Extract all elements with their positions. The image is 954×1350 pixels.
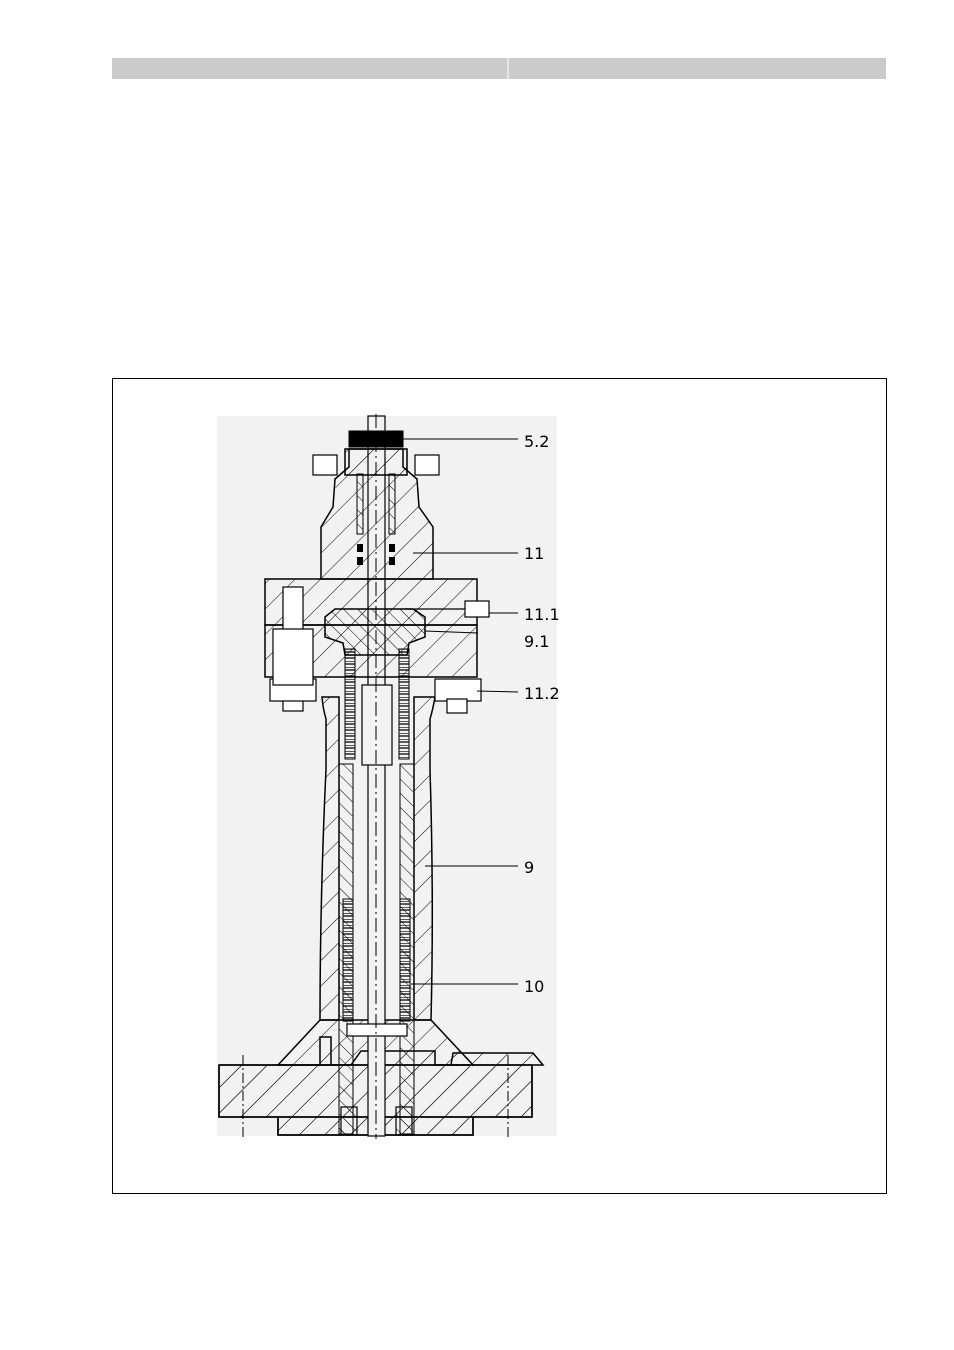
callout-11-2: 11.2 (524, 686, 560, 702)
callout-11: 11 (524, 546, 544, 562)
header-left-cell (112, 58, 507, 79)
stem-collar (362, 685, 392, 765)
header-bar (112, 58, 886, 79)
bolt-head-left (273, 629, 313, 685)
stem-disc (347, 1024, 407, 1036)
bellows-lower-right (400, 899, 410, 1021)
stem-guide-left (341, 1107, 357, 1135)
valve-bonnet-section-drawing (113, 379, 886, 1193)
header-right-cell (509, 58, 886, 79)
bolt-right (447, 699, 467, 713)
callout-5-2: 5.2 (524, 434, 549, 450)
callout-9: 9 (524, 860, 534, 876)
test-plug (465, 601, 489, 617)
bellows-lower-left (343, 899, 353, 1021)
callout-11-1: 11.1 (524, 607, 560, 623)
bolt-nut-right (435, 679, 481, 701)
stem-guide-right (396, 1107, 412, 1135)
figure-frame: 5.2 11 11.1 9.1 11.2 9 10 (112, 378, 887, 1194)
callout-9-1: 9.1 (524, 634, 549, 650)
callout-10: 10 (524, 979, 544, 995)
gland-stud-left (313, 455, 337, 475)
gland-stud-right (415, 455, 439, 475)
